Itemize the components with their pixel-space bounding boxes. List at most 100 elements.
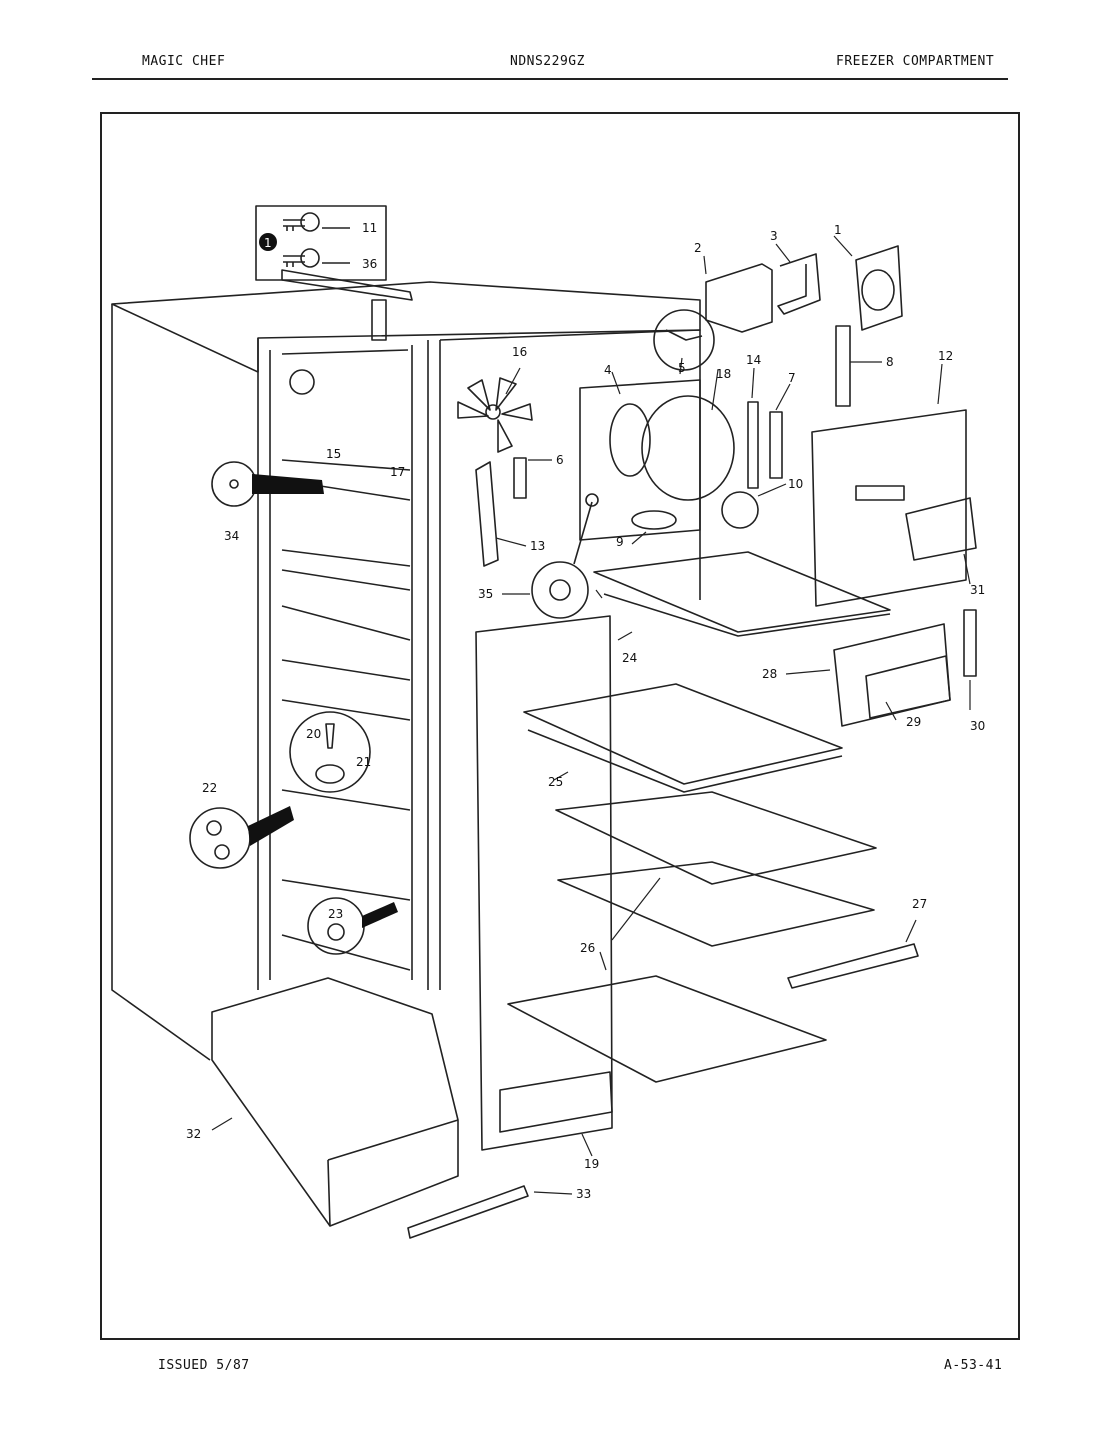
part-19-vent <box>499 1071 613 1133</box>
part-22-plug <box>206 820 222 836</box>
model-number: NDNS229GZ <box>510 54 585 69</box>
callout-2: 2 <box>694 241 702 255</box>
part-34-knob <box>229 479 239 489</box>
callout-32: 32 <box>186 1127 201 1141</box>
part-13-bracket <box>475 461 499 567</box>
part-36-shape <box>300 248 320 268</box>
part-29-drawer-lip <box>865 655 951 719</box>
part-35-source <box>585 493 599 507</box>
part-36-shape <box>283 255 305 267</box>
callout-24: 24 <box>622 651 637 665</box>
callout-8: 8 <box>886 355 894 369</box>
callout-30: 30 <box>970 719 985 733</box>
callout-31: 31 <box>970 583 985 597</box>
part-32-bin <box>211 977 459 1227</box>
cabinet-top <box>111 281 701 373</box>
part-22-plug <box>214 844 230 860</box>
diagram-frame <box>100 112 1020 1340</box>
callout-28: 28 <box>762 667 777 681</box>
callout-20: 20 <box>306 727 321 741</box>
callout-12: 12 <box>938 349 953 363</box>
part-22-pointer <box>248 806 294 846</box>
part-11-shape <box>283 219 305 231</box>
part-35-knob <box>549 579 571 601</box>
part-24-shelf-front <box>603 593 891 637</box>
part-33-strip <box>407 1185 529 1239</box>
callout-23: 23 <box>328 907 343 921</box>
part-23-pointer <box>362 902 398 928</box>
part-28-drawer-front <box>833 623 951 727</box>
part-24-shelf <box>593 551 891 633</box>
callout-33: 33 <box>576 1187 591 1201</box>
callout-14: 14 <box>746 353 761 367</box>
callout-5: 5 <box>678 361 686 375</box>
callout-15: 15 <box>326 447 341 461</box>
part-35-pointer <box>573 501 593 565</box>
part-14-strip <box>747 401 759 489</box>
callout-1: 1 <box>834 223 842 237</box>
part-21-cap <box>315 764 345 784</box>
legend-box <box>255 205 387 281</box>
part-10-bulb <box>721 491 759 529</box>
section-title: FREEZER COMPARTMENT <box>836 54 995 69</box>
part-16-fan-blade <box>457 377 533 453</box>
part-20-screw <box>325 723 335 749</box>
part-35-detail-circle <box>531 561 589 619</box>
part-3-bracket <box>777 253 821 315</box>
callout-leaders <box>211 235 971 1195</box>
callout-26: 26 <box>580 941 595 955</box>
callout-29: 29 <box>906 715 921 729</box>
issued-date: ISSUED 5/87 <box>158 1358 250 1373</box>
part-34-pointer <box>252 474 324 494</box>
callout-11: 11 <box>362 221 377 235</box>
part-5-detail-circle <box>653 309 715 371</box>
callout-3: 3 <box>770 229 778 243</box>
part-27-trim <box>787 943 919 989</box>
door-shelf-lines <box>281 349 411 971</box>
part-12-slot <box>855 485 905 501</box>
part-26-shelf-a <box>555 791 877 885</box>
callout-6: 6 <box>556 453 564 467</box>
callout-19: 19 <box>584 1157 599 1171</box>
callout-22: 22 <box>202 781 217 795</box>
part-15-switch <box>289 369 315 395</box>
part-20-21-detail-circle <box>289 711 371 793</box>
callout-27: 27 <box>912 897 927 911</box>
part-4-cover <box>579 379 701 541</box>
door-shelf-edge <box>281 269 413 301</box>
part-30-hinge <box>963 609 977 677</box>
door-shelf-lips <box>281 479 411 681</box>
part-26-shelf-b <box>557 861 875 947</box>
part-11-shape <box>300 212 320 232</box>
callout-10: 10 <box>788 477 803 491</box>
callout-16: 16 <box>512 345 527 359</box>
legend-marker-label: 1 <box>264 236 272 250</box>
part-12-panel <box>811 409 967 607</box>
callout-34: 34 <box>224 529 239 543</box>
part-18-motor <box>641 395 735 501</box>
part-18-motor-end <box>609 403 651 477</box>
part-31-handle <box>905 497 977 561</box>
callout-7: 7 <box>788 371 796 385</box>
legend-marker <box>259 233 277 251</box>
cabinet-back-wall <box>439 329 701 600</box>
callout-4: 4 <box>604 363 612 377</box>
part-32-bin-front <box>327 1119 459 1227</box>
part-23-plug <box>327 923 345 941</box>
part-8-block <box>835 325 851 407</box>
page-code: A-53-41 <box>944 1358 1003 1373</box>
cabinet-left-side <box>111 304 211 1061</box>
part-9-socket <box>631 510 677 530</box>
callout-13: 13 <box>530 539 545 553</box>
callout-25: 25 <box>548 775 563 789</box>
part-25-shelf <box>523 683 843 785</box>
part-25-shelf-front <box>527 729 843 793</box>
part-1-hole <box>861 269 895 311</box>
callout-36: 36 <box>362 257 377 271</box>
part-6-block <box>513 457 527 499</box>
part-19-divider <box>475 615 613 1151</box>
callout-labels: 1 2 3 4 5 6 7 8 9 10 11 12 13 14 15 16 1… <box>186 221 985 1201</box>
callout-18: 18 <box>716 367 731 381</box>
callout-17: 17 <box>390 465 405 479</box>
